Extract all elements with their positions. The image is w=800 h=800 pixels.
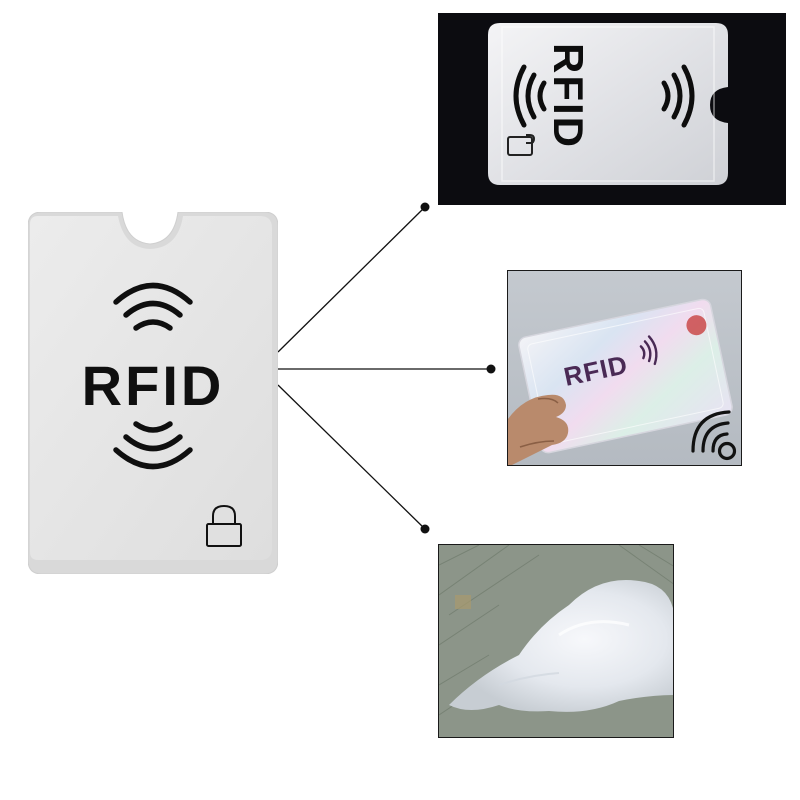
rfid-label: RFID: [545, 43, 592, 149]
connector-dot-top: [420, 202, 430, 212]
signal-waves-icon: [113, 421, 193, 470]
lock-icon: [206, 504, 242, 547]
rfid-label: RFID: [81, 354, 225, 417]
signal-waves-icon: [113, 282, 193, 331]
signal-waves-icon: [513, 64, 695, 128]
lock-icon: [507, 134, 536, 156]
main-rfid-sleeve: RFID: [28, 212, 278, 574]
connector-dot-bottom: [420, 524, 430, 534]
silver-sleeve-photo: [438, 13, 786, 205]
wireless-signal-icon: [691, 410, 737, 461]
hand: [508, 394, 569, 465]
connector-line-bottom: [277, 384, 426, 530]
connector-line-top: [277, 206, 426, 353]
holographic-sleeve-photo: [507, 270, 742, 466]
sleeve-shape: [28, 212, 278, 574]
signal-waves-icon: [639, 335, 658, 366]
foil-texture-photo: [438, 544, 674, 738]
connector-dot-middle: [486, 364, 496, 374]
